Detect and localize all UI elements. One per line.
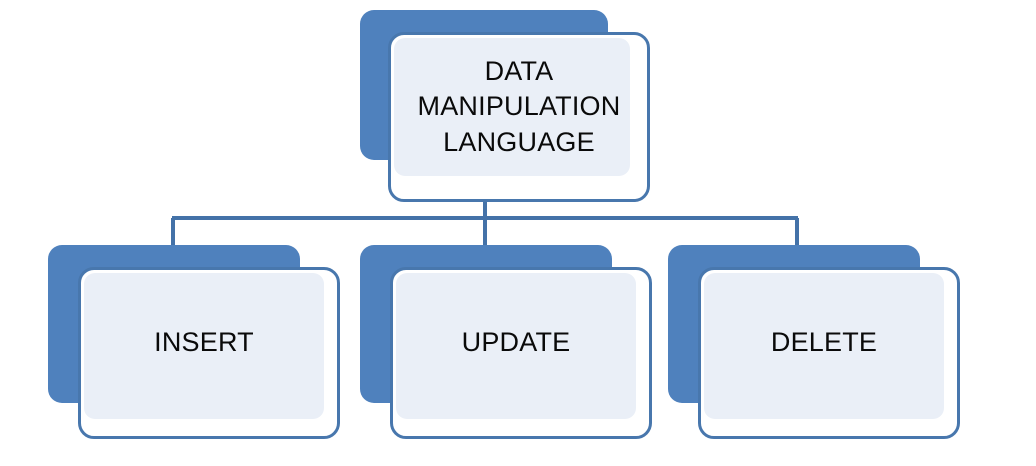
node-label-delete: DELETE [770, 327, 878, 358]
node-delete[interactable]: DELETE [668, 245, 960, 439]
node-label-insert: INSERT [154, 327, 254, 358]
node-label-root: DATA MANIPULATION LANGUAGE [417, 55, 621, 157]
node-tint-panel [704, 273, 944, 419]
node-tint-panel [84, 273, 324, 419]
node-update[interactable]: UPDATE [360, 245, 652, 439]
node-insert[interactable]: INSERT [48, 245, 340, 439]
node-tint-panel [396, 273, 636, 419]
node-data-manipulation-language[interactable]: DATA MANIPULATION LANGUAGE [360, 10, 650, 202]
node-tint-panel [394, 38, 630, 176]
node-label-update: UPDATE [461, 327, 571, 358]
